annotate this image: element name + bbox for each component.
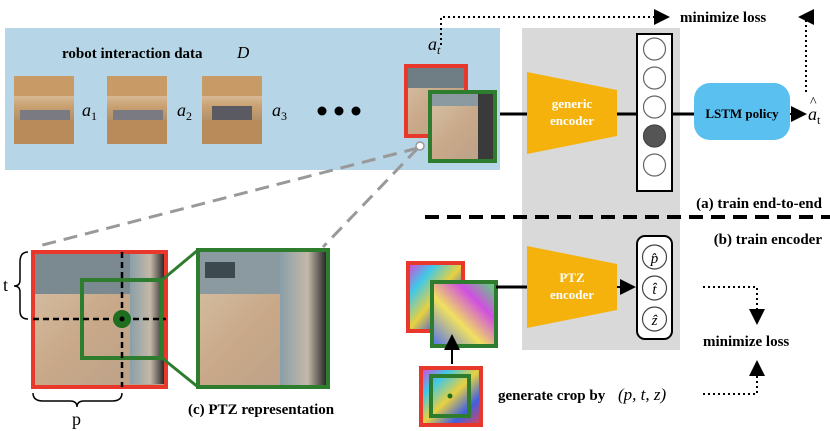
generic-encoder-label-2: encoder xyxy=(550,113,594,128)
encoder-minimize-loss: minimize loss xyxy=(703,334,789,350)
kitchen-thumbnail-2 xyxy=(107,76,167,144)
p-axis-label: p xyxy=(72,409,81,429)
ptz-encoder-label-1: PTZ xyxy=(559,270,585,285)
ptz-output-unit-p xyxy=(641,244,668,270)
current-frame-crop xyxy=(428,90,497,163)
zoom-connector-bottom xyxy=(161,356,199,389)
caption-train-encoder: (b) train encoder xyxy=(714,232,823,248)
output-action-hat: ^ xyxy=(810,95,817,110)
feature-unit-1 xyxy=(642,37,667,61)
kitchen-thumbnail-3 xyxy=(202,76,262,144)
ptz-output-z: ẑ xyxy=(651,313,658,329)
ptz-output-p: p̂ xyxy=(650,251,659,267)
ellipsis-dot-3 xyxy=(351,106,361,116)
ptz-encoder-shape xyxy=(527,246,617,328)
top-minimize-loss: minimize loss xyxy=(680,10,766,26)
action-label-3: a3 xyxy=(272,100,287,123)
generic-encoder-shape xyxy=(527,72,617,154)
current-action-label: at xyxy=(428,34,441,57)
ptz-output-unit-t xyxy=(641,275,668,301)
action-label-1: a1 xyxy=(82,100,97,123)
noise-crop xyxy=(430,280,498,348)
generic-encoder-label-1: generic xyxy=(552,96,593,111)
data-panel-title: robot interaction data xyxy=(62,46,203,62)
top-loss-path-right xyxy=(798,9,814,92)
zoom-guide-origin xyxy=(415,141,425,151)
feature-unit-4 xyxy=(642,124,667,148)
caption-train-end-to-end: (a) train end-to-end xyxy=(696,196,822,212)
feature-unit-2 xyxy=(642,66,667,90)
ptz-output-t: t̂ xyxy=(652,282,657,298)
feature-unit-5 xyxy=(642,153,667,177)
encoder-loss-path-bottom xyxy=(703,360,765,395)
feature-unit-3 xyxy=(642,95,667,119)
ellipsis-dot-2 xyxy=(334,106,344,116)
generate-crop-params: (p, t, z) xyxy=(618,385,667,404)
t-brace xyxy=(13,251,29,320)
ptz-output-unit-z xyxy=(641,306,668,332)
ptz-encoder-label-2: encoder xyxy=(550,287,594,302)
data-panel-title-symbol: D xyxy=(236,43,250,62)
kitchen-thumbnail-1 xyxy=(14,76,74,144)
generate-crop-label: generate crop by xyxy=(498,388,606,404)
zoom-connector-top xyxy=(161,248,199,282)
caption-ptz-representation: (c) PTZ representation xyxy=(188,402,335,418)
lstm-policy-box xyxy=(694,83,790,140)
lstm-policy-label: LSTM policy xyxy=(705,106,779,121)
p-brace xyxy=(32,392,123,408)
ellipsis-dot-1 xyxy=(317,106,327,116)
output-action-label: at xyxy=(808,104,821,127)
ptz-center-dot xyxy=(119,316,125,322)
generated-crop-sample xyxy=(419,366,483,427)
t-axis-label: t xyxy=(3,275,8,295)
ptz-zoomed-crop xyxy=(196,248,330,389)
zoom-guide-right xyxy=(321,146,420,249)
encoder-loss-path-top xyxy=(703,286,765,325)
action-label-2: a2 xyxy=(177,100,192,123)
